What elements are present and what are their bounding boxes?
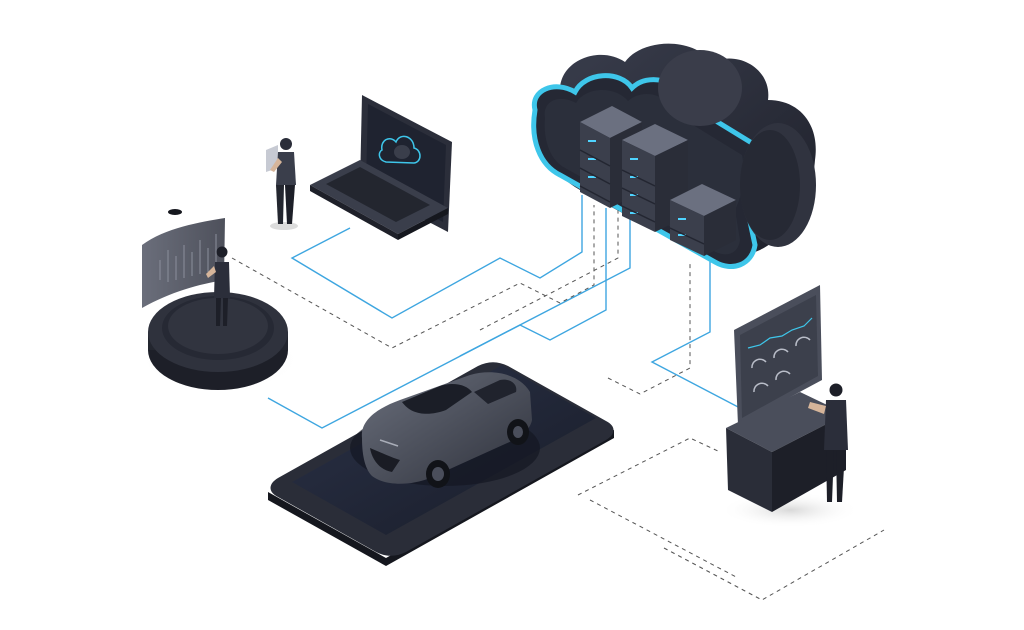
dash-bottom-right — [663, 529, 885, 601]
dash-lower — [589, 499, 739, 579]
cloud-sync-icon — [378, 135, 421, 164]
car-side-window — [474, 379, 517, 404]
laptop-icon — [310, 95, 452, 240]
cloud-server-icon — [531, 43, 816, 269]
kiosk-gauges — [751, 336, 811, 393]
laptop-keyboard — [326, 167, 430, 222]
kiosk-chart-line — [747, 317, 813, 349]
car-icon — [350, 372, 540, 488]
person-on-platform — [206, 246, 230, 326]
dash-center-cloud — [479, 205, 619, 331]
dash-hologram-cloud — [231, 205, 595, 349]
floating-disc — [168, 209, 182, 215]
car-headlight — [379, 439, 399, 447]
dash-phone-kiosk — [607, 262, 691, 395]
line-kiosk-cloud — [650, 258, 741, 409]
dashed-data-lines — [231, 205, 885, 601]
person-with-tablet — [266, 138, 298, 230]
connection-lines — [231, 195, 885, 601]
dashboard-kiosk-icon — [720, 285, 860, 528]
dash-kiosk-bottom — [577, 437, 721, 496]
line-center-cloud — [459, 210, 631, 357]
server-stack-right — [669, 184, 736, 256]
hologram-platform-icon — [140, 209, 300, 392]
cloud-lobe-top — [658, 50, 742, 126]
line-laptop-cloud — [290, 195, 583, 319]
person-at-kiosk — [808, 383, 848, 502]
line-phone-cloud — [267, 208, 607, 429]
car-windshield — [402, 384, 472, 414]
kiosk-front — [726, 428, 772, 512]
car-grille — [370, 448, 400, 472]
cloud-lobe-right-face — [740, 130, 800, 240]
solid-data-lines — [267, 195, 741, 429]
